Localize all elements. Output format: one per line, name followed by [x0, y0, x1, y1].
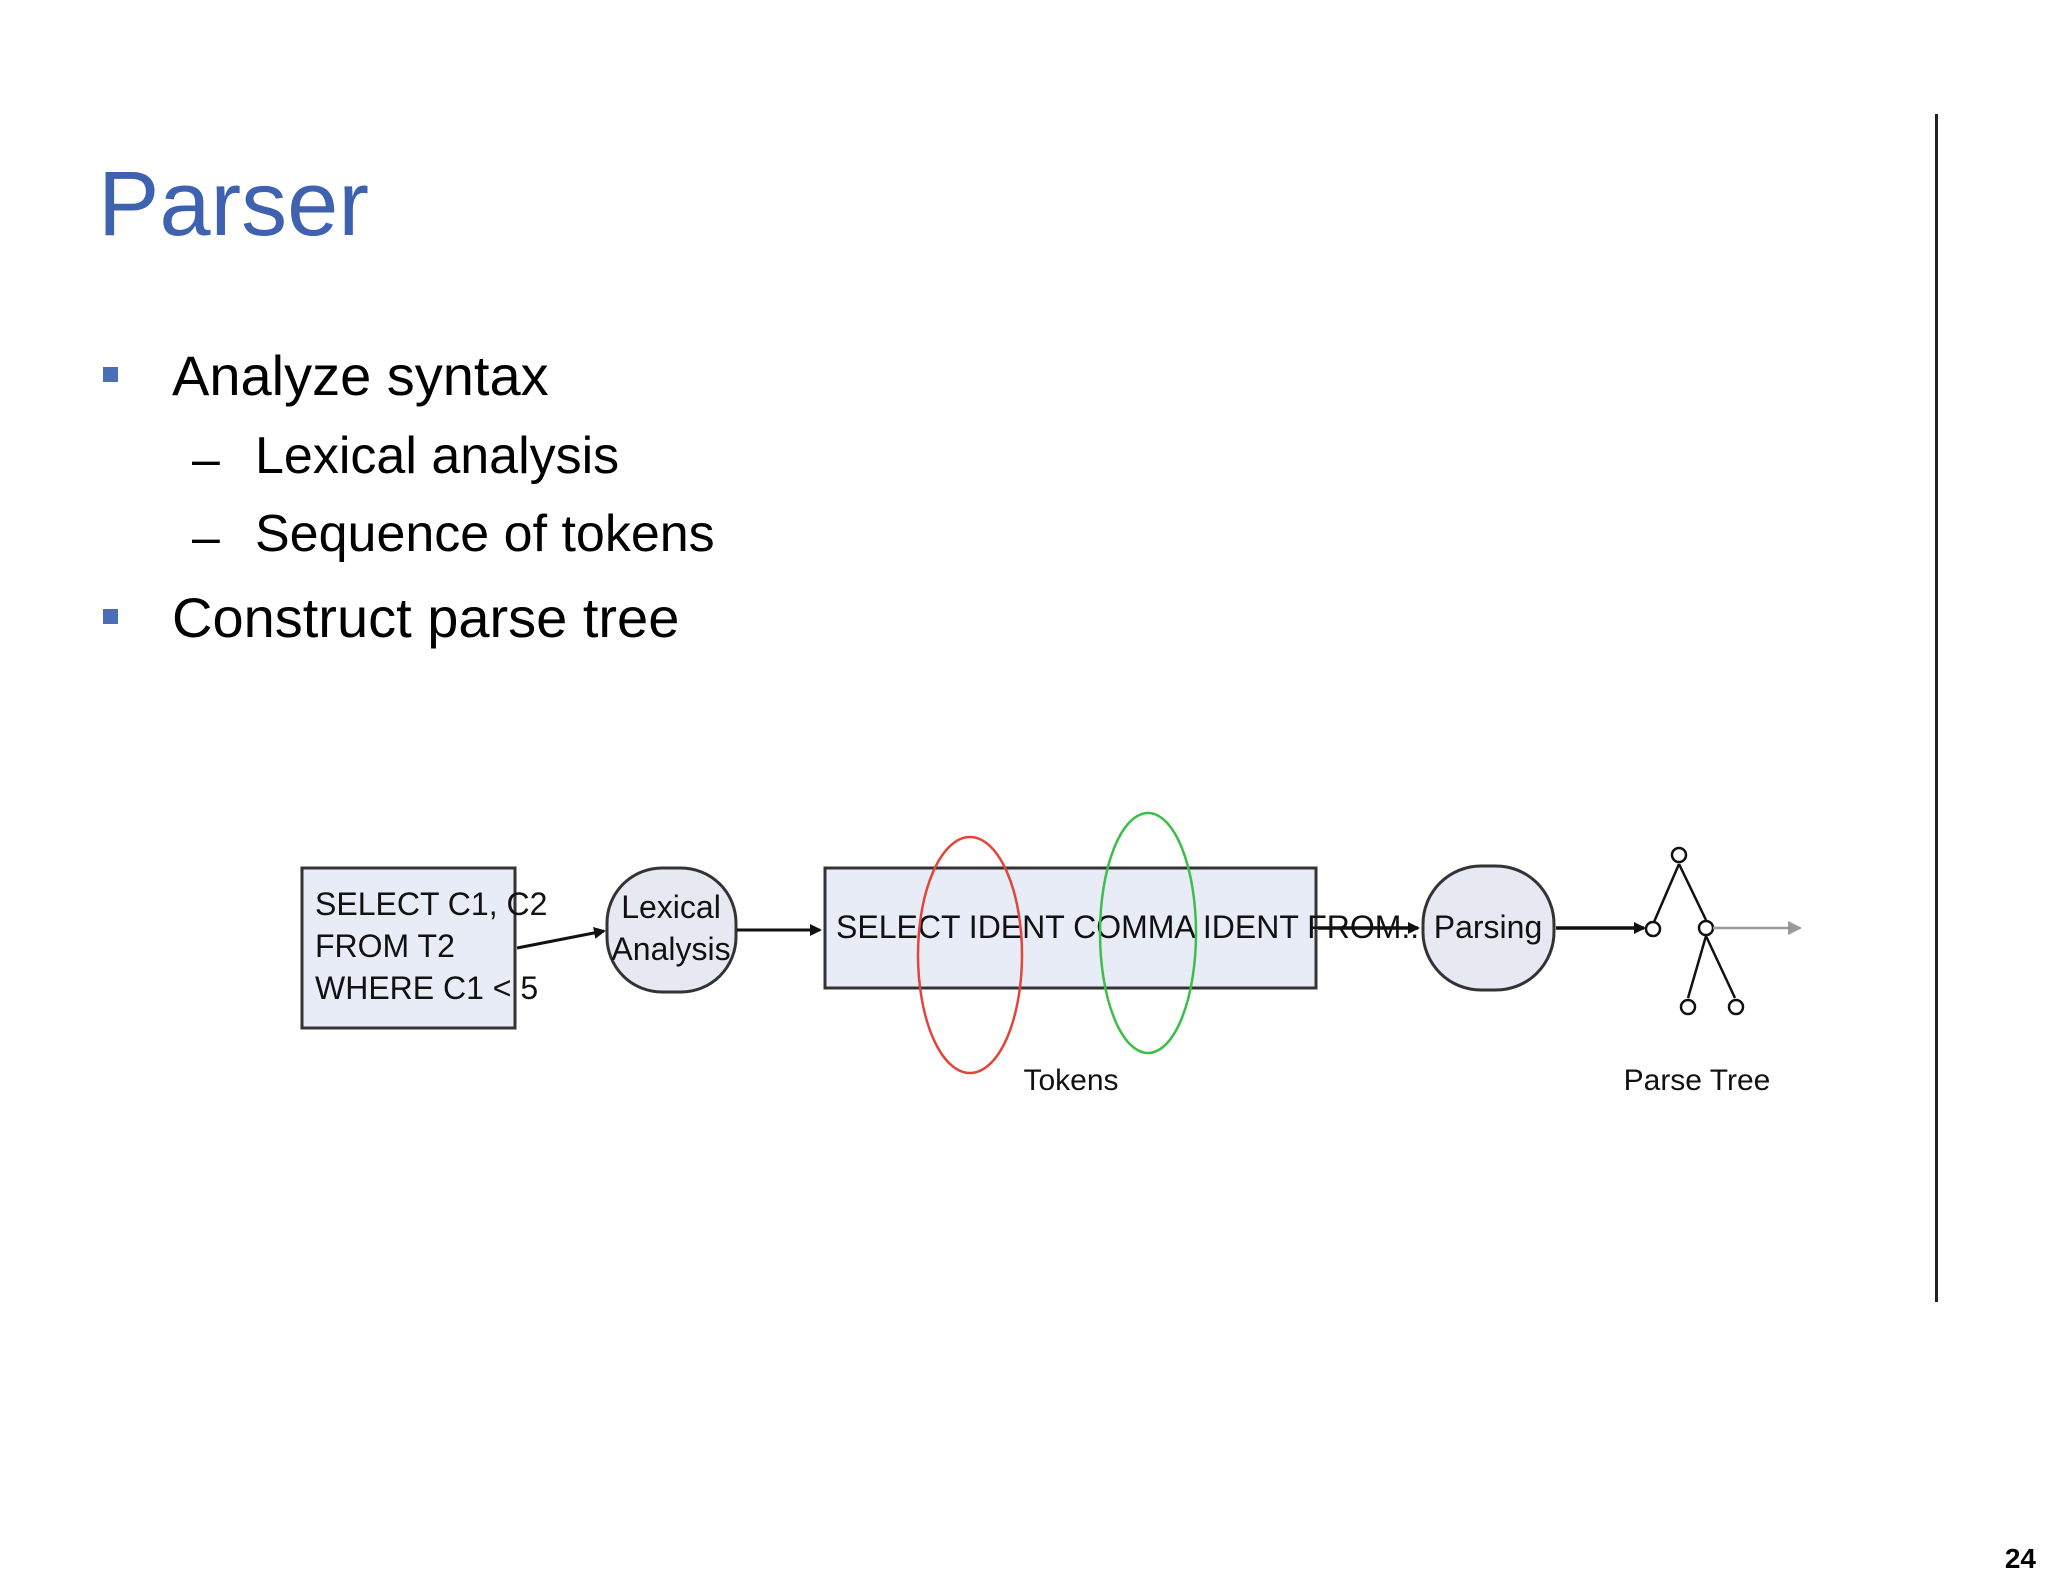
- slide-title: Parser: [98, 153, 369, 255]
- lexical-node-line-2: Analysis: [611, 931, 730, 967]
- red-highlight-ellipse: [916, 835, 1024, 1075]
- lexical-analysis-node: Lexical Analysis: [605, 866, 738, 994]
- bullet-square-icon: [103, 609, 118, 624]
- dash-icon: –: [192, 509, 220, 565]
- lexical-node-line-1: Lexical: [621, 889, 721, 925]
- bullet-item-construct-parse-tree: Construct parse tree: [172, 586, 680, 649]
- tokens-caption: Tokens: [1023, 1064, 1118, 1097]
- parse-tree-icon: [1644, 846, 1745, 1016]
- parse-tree-caption: Parse Tree: [1624, 1064, 1771, 1097]
- page-number: 24: [2004, 1543, 2036, 1574]
- parsing-node-label: Parsing: [1434, 909, 1543, 945]
- sql-line-select: SELECT C1, C2: [315, 886, 547, 922]
- sql-query-box: SELECT C1, C2 FROM T2 WHERE C1 < 5: [300, 866, 547, 1030]
- sub-bullet-lexical-analysis: Lexical analysis: [255, 427, 620, 485]
- green-highlight-ellipse: [1098, 811, 1198, 1055]
- sql-line-where: WHERE C1 < 5: [315, 970, 538, 1006]
- sub-bullet-sequence-of-tokens: Sequence of tokens: [255, 505, 715, 563]
- arrow-sql-to-lexical: [516, 927, 606, 950]
- sql-line-from: FROM T2: [315, 928, 455, 964]
- bullet-item-analyze-syntax: Analyze syntax: [172, 344, 549, 407]
- vertical-divider: [1935, 114, 1938, 1302]
- bullet-square-icon: [103, 367, 118, 382]
- dash-icon: –: [192, 431, 220, 487]
- parsing-node: Parsing: [1421, 864, 1556, 992]
